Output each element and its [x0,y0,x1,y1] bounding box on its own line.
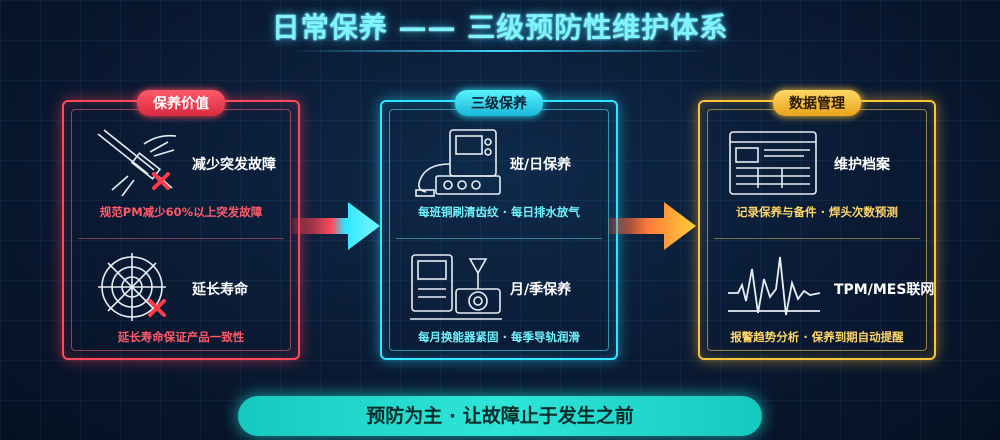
monitor-record-icon [729,131,817,195]
flow-arrow [608,202,696,250]
divider [78,238,284,239]
item-desc: 每班铜刷清齿纹 · 每日排水放气 [418,205,580,219]
panel-badge: 三级保养 [455,90,543,116]
panel-row: TPM/MES联网 报警趋势分析 · 保养到期自动提醒 [700,237,934,355]
item-desc: 延长寿命保证产品一致性 [117,330,245,344]
panel-row: 延长寿命 延长寿命保证产品一致性 [64,237,298,355]
item-desc: 每月换能器紧固 · 每季导轨润滑 [418,330,580,344]
item-label: 班/日保养 [510,157,572,173]
title-underline [290,50,710,52]
panel-row: 减少突发故障 规范PM减少60%以上突发故障 [64,112,298,239]
item-label: TPM/MES联网 [834,282,935,298]
panel-row: 月/季保养 每月换能器紧固 · 每季导轨润滑 [382,237,616,355]
flow-arrow [292,202,380,250]
panel-maintenance-value: 保养价值 减少突发故障 规范PM减少60%以上突发故障 [62,90,300,360]
panel-row: 班/日保养 每班铜刷清齿纹 · 每日排水放气 [382,112,616,239]
item-label: 减少突发故障 [192,157,276,173]
waveform-icon [728,256,821,316]
panel-data-management: 数据管理 维护档案 记录保养与备件 · 焊头次数预测 TPM/MES联网 [698,90,936,360]
panel-badge: 数据管理 [773,90,861,116]
divider [396,238,602,239]
torch-cross-icon [97,129,177,197]
target-cross-icon [98,253,166,321]
welding-machine-icon [415,129,501,197]
item-desc: 记录保养与备件 · 焊头次数预测 [736,205,898,219]
transducer-machine-icon [410,254,502,320]
page-title: 日常保养 —— 三级预防性维护体系 [271,11,729,44]
item-desc: 规范PM减少60%以上突发故障 [99,205,263,219]
item-label: 月/季保养 [510,282,572,298]
item-label: 延长寿命 [192,282,248,298]
panel-row: 维护档案 记录保养与备件 · 焊头次数预测 [700,112,934,239]
panel-three-level-maintenance: 三级保养 班/日保养 每班铜刷清齿纹 · 每日排水放气 [380,90,618,360]
divider [714,238,920,239]
item-desc: 报警趋势分析 · 保养到期自动提醒 [730,330,904,344]
panel-badge: 保养价值 [137,90,225,116]
item-label: 维护档案 [834,157,890,173]
bottom-banner: 预防为主 · 让故障止于发生之前 [238,396,762,436]
